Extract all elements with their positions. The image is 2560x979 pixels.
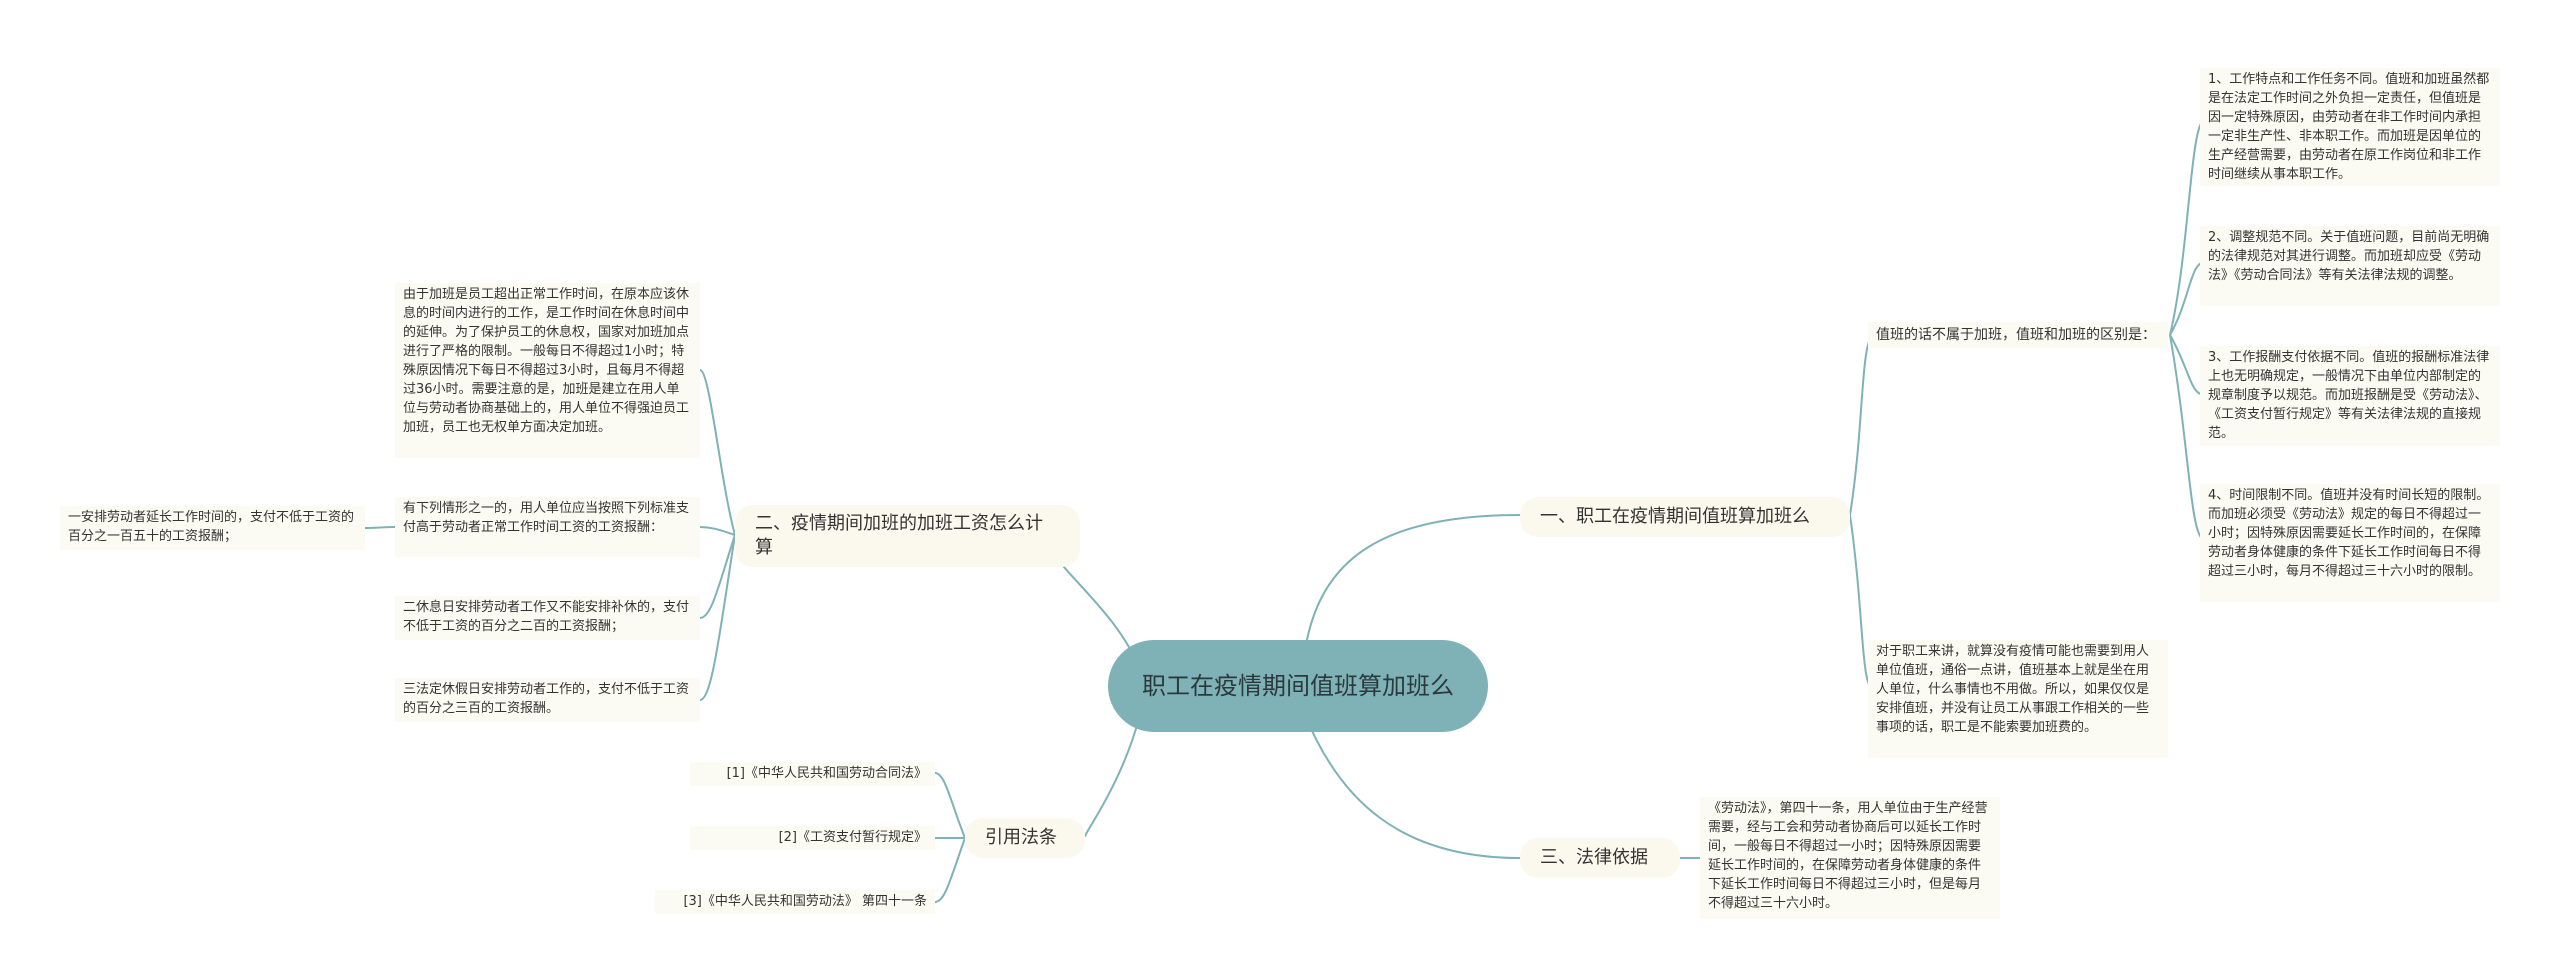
branch-2-item-4[interactable]: 三法定休假日安排劳动者工作的，支付不低于工资的百分之三百的工资报酬。 xyxy=(395,678,700,722)
branch-2-label: 二、疫情期间加班的加班工资怎么计算 xyxy=(755,513,1043,558)
branch-1-label: 一、职工在疫情期间值班算加班么 xyxy=(1540,506,1810,527)
branch-4[interactable]: 引用法条 xyxy=(965,818,1085,858)
link-b4-item1 xyxy=(934,772,966,839)
branch-2-subitem[interactable]: 一安排劳动者延长工作时间的，支付不低于工资的百分之一百五十的工资报酬； xyxy=(60,506,365,550)
link-center-b3 xyxy=(1304,714,1521,859)
branch-2-item-2[interactable]: 有下列情形之一的，用人单位应当按照下列标准支付高于劳动者正常工作时间工资的工资报… xyxy=(395,497,700,557)
branch-3-label: 三、法律依据 xyxy=(1540,847,1648,868)
branch-1-sub-item-4[interactable]: 4、时间限制不同。值班并没有时间长短的限制。而加班必须受《劳动法》规定的每日不得… xyxy=(2200,484,2500,602)
link-center-b1 xyxy=(1304,514,1521,651)
branch-2-item-1[interactable]: 由于加班是员工超出正常工作时间，在原本应该休息的时间内进行的工作，是工作时间在休… xyxy=(395,283,700,458)
branch-1[interactable]: 一、职工在疫情期间值班算加班么 xyxy=(1520,497,1850,537)
link-b2-item4 xyxy=(699,534,736,701)
branch-2-item-3[interactable]: 二休息日安排劳动者工作又不能安排补休的，支付不低于工资的百分之二百的工资报酬； xyxy=(395,596,700,640)
branch-1-sub[interactable]: 值班的话不属于加班，值班和加班的区别是： xyxy=(1868,322,2168,348)
link-b2-item2 xyxy=(699,526,736,536)
link-b2-item3 xyxy=(699,534,736,619)
branch-1-sub-item-2[interactable]: 2、调整规范不同。关于值班问题，目前尚无明确的法律规范对其进行调整。而加班却应受… xyxy=(2200,226,2500,306)
link-b4-item3 xyxy=(934,837,966,903)
branch-4-item-1[interactable]: [1]《中华人民共和国劳动合同法》 xyxy=(690,762,935,786)
branch-3-item[interactable]: 《劳动法》，第四十一条，用人单位由于生产经营需要，经与工会和劳动者协商后可以延长… xyxy=(1700,797,2000,919)
center-topic-label: 职工在疫情期间值班算加班么 xyxy=(1142,672,1454,700)
branch-4-item-3[interactable]: [3]《中华人民共和国劳动法》 第四十一条 xyxy=(655,890,935,914)
branch-1-sub-item-1[interactable]: 1、工作特点和工作任务不同。值班和加班虽然都是在法定工作时间之外负担一定责任，但… xyxy=(2200,68,2500,186)
branch-1-sub-label: 值班的话不属于加班，值班和加班的区别是： xyxy=(1876,327,2156,343)
branch-4-item-2[interactable]: [2]《工资支付暂行规定》 xyxy=(690,826,935,850)
link-b2-item1 xyxy=(699,369,736,536)
link-center-b4 xyxy=(1083,714,1141,839)
branch-3[interactable]: 三、法律依据 xyxy=(1520,838,1680,878)
center-topic[interactable]: 职工在疫情期间值班算加班么 xyxy=(1108,640,1488,732)
branch-1-sub-item-3[interactable]: 3、工作报酬支付依据不同。值班的报酬标准法律上也无明确规定，一般情况下由单位内部… xyxy=(2200,346,2500,446)
branch-4-label: 引用法条 xyxy=(985,827,1057,848)
link-b2-subitem xyxy=(364,526,396,529)
branch-1-note[interactable]: 对于职工来讲，就算没有疫情可能也需要到用人单位值班，通俗一点讲，值班基本上就是坐… xyxy=(1868,640,2168,758)
branch-2[interactable]: 二、疫情期间加班的加班工资怎么计算 xyxy=(735,505,1080,567)
link-b1-sub xyxy=(1849,334,1876,516)
